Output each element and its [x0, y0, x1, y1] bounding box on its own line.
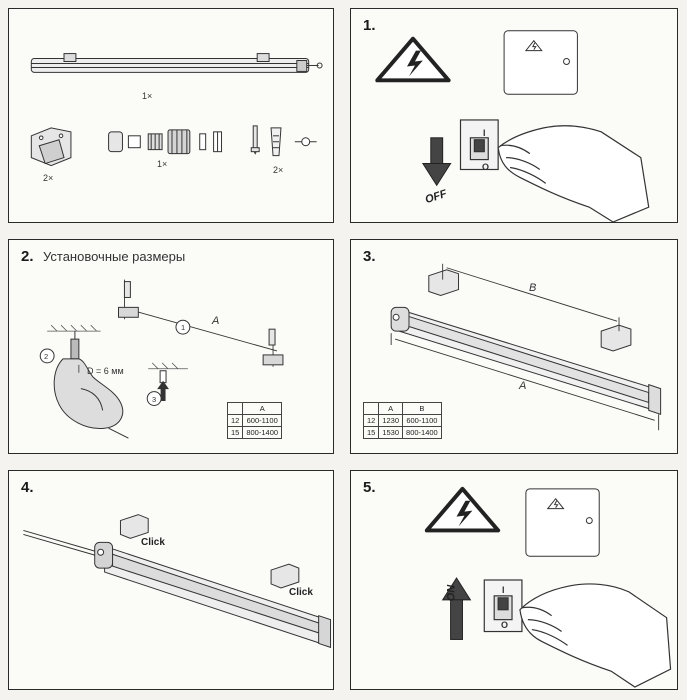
screw-anchor-drawing	[117, 281, 284, 401]
table-row: 12 1230 600-1100	[362, 414, 442, 427]
step-3-dimension-table: A B 12 1230 600-1100 15 1530 800-1400	[362, 402, 442, 439]
bracket-mounting-illustration	[390, 263, 662, 431]
panel-step-3: 3. B A A B 12 1230 600-1100 15 1530 800-…	[350, 239, 678, 454]
mounting-bracket-drawing	[30, 127, 72, 167]
fixture-tube-drawing	[30, 53, 323, 73]
step-number-1: 1.	[363, 17, 376, 34]
panel-parts: 1× 2× 1× 2×	[8, 8, 334, 223]
panel-step-4: 4. Click Click	[8, 470, 334, 690]
mounting-bracket-drawing	[428, 269, 632, 352]
fixture-side-view-drawing	[390, 306, 662, 416]
table-cell: 600-1100	[402, 414, 442, 427]
high-voltage-warning-icon	[424, 486, 501, 533]
table-header-cell	[226, 402, 244, 415]
table-header-cell: B	[402, 402, 442, 415]
table-cell: 1230	[378, 414, 404, 427]
switch-action-on: ON	[445, 584, 458, 602]
table-cell: 1530	[378, 426, 404, 439]
table-cell: 600-1100	[242, 414, 283, 427]
hand-icon	[497, 125, 650, 222]
clip-in-illustration	[23, 514, 332, 649]
down-arrow-icon	[421, 137, 452, 187]
hand-icon	[519, 583, 672, 688]
parts-illustration	[30, 53, 323, 167]
screws-drawing	[250, 125, 317, 157]
step-number-3: 3.	[363, 248, 376, 265]
table-row: 15 1530 800-1400	[362, 426, 442, 439]
panel-step-1: I O OFF 1.	[350, 8, 678, 223]
panel-step-2: 2. Установочные размеры A 1 2 3 D = 6 мм…	[8, 239, 334, 454]
up-arrow-icon	[441, 577, 472, 640]
dimension-a-label: A	[212, 315, 220, 327]
connector-set-drawing	[108, 129, 223, 155]
fuse-box-icon	[503, 30, 578, 95]
switch-on-mark: I	[502, 585, 505, 595]
table-cell: 15	[362, 426, 380, 439]
dimension-line-drawing	[123, 279, 278, 367]
table-row: 12 600-1100	[226, 414, 283, 427]
table-header-cell: A	[242, 402, 283, 415]
mounting-bracket-drawing	[119, 514, 300, 589]
switch-on-illustration	[424, 486, 672, 688]
step-2-title: Установочные размеры	[43, 249, 186, 264]
dimension-lines-drawing	[390, 263, 660, 431]
step-number-4: 4.	[21, 479, 34, 496]
switch-off-mark: O	[501, 620, 509, 630]
step-2-dimension-table: A 12 600-1100 15 800-1400	[226, 402, 283, 439]
connector-quantity: 1×	[157, 159, 168, 169]
fixture-quantity: 1×	[142, 91, 153, 101]
switch-off-mark: O	[482, 162, 490, 172]
bracket-quantity: 2×	[43, 173, 54, 183]
switch-on-mark: I	[483, 128, 486, 138]
table-cell: 12	[362, 414, 380, 427]
callout-3-label: 3	[152, 395, 157, 404]
step-number-2: 2.	[21, 248, 34, 265]
installation-dimensions-illustration	[39, 279, 284, 439]
click-label-left: Click	[141, 537, 165, 548]
panel-step-5: 5. I O ON	[350, 470, 678, 690]
table-header-row: A B	[362, 402, 442, 415]
click-label-right: Click	[289, 587, 313, 598]
dimension-b-label: B	[529, 282, 537, 294]
switch-off-illustration	[375, 30, 650, 222]
wall-switch-icon	[459, 119, 499, 171]
ceiling-hatch-drawing	[47, 324, 188, 370]
table-header-cell: A	[378, 402, 404, 415]
dimension-a-label: A	[519, 380, 527, 392]
table-header-cell	[362, 402, 380, 415]
callout-1-label: 1	[181, 323, 186, 332]
fixture-angled-drawing	[94, 541, 332, 649]
callout-circles	[39, 319, 191, 406]
fuse-box-icon	[525, 488, 600, 557]
table-cell: 800-1400	[242, 426, 283, 439]
step-number-5: 5.	[363, 479, 376, 496]
table-row: 15 800-1400	[226, 426, 283, 439]
screw-quantity: 2×	[273, 165, 284, 175]
table-cell: 800-1400	[402, 426, 442, 439]
table-cell: 12	[226, 414, 244, 427]
callout-2-label: 2	[44, 352, 49, 361]
power-cord-drawing	[23, 529, 99, 557]
table-header-row: A	[226, 402, 283, 415]
table-cell: 15	[226, 426, 244, 439]
drill-diameter-label: D = 6 мм	[87, 366, 124, 376]
wall-switch-icon	[483, 579, 523, 633]
drill-icon	[53, 331, 129, 439]
high-voltage-warning-icon	[375, 36, 451, 83]
